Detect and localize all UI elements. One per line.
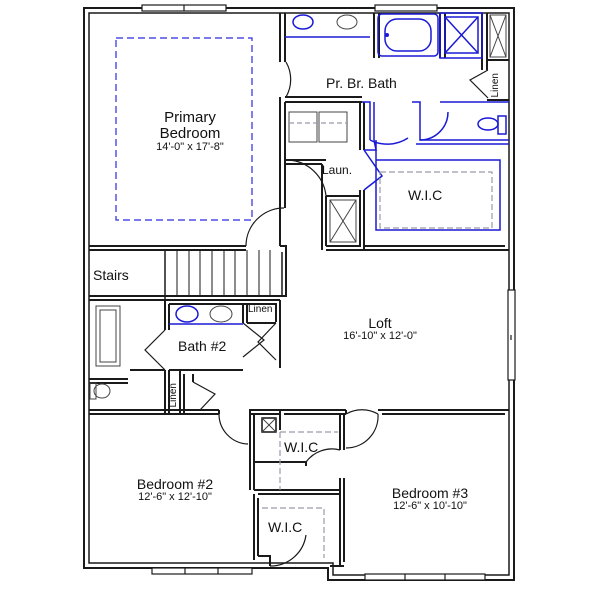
exterior-wall: [83, 7, 515, 581]
room-label-bedroom3: Bedroom #3 12'-6" x 10'-10": [375, 486, 485, 512]
room-label-linen-hall: Linen: [167, 382, 182, 410]
room-label-primary-bedroom: Primary Bedroom 14'-0" x 17'-8": [140, 110, 240, 153]
room-label-loft: Loft 16'-10" x 12'-0": [320, 316, 440, 342]
linen-text: Linen: [167, 383, 179, 408]
room-label-linen-top: Linen: [489, 72, 509, 100]
room-label-wic-lower: W.I.C: [268, 519, 303, 535]
room-label-bedroom2: Bedroom #2 12'-6" x 12'-10": [120, 477, 230, 503]
room-dims: 16'-10" x 12'-0": [343, 329, 417, 342]
room-dims: 12'-6" x 12'-10": [138, 490, 212, 503]
room-label-bath2: Bath #2: [178, 338, 227, 354]
room-label-primary-wic: W.I.C: [408, 187, 443, 203]
room-label-linen-bath2: Linen: [248, 304, 273, 315]
linen-text: Linen: [489, 73, 501, 98]
room-label-wic-upper: W.I.C: [284, 439, 319, 455]
room-dims: 14'-0" x 17'-8": [156, 140, 224, 153]
room-name: Bedroom #3: [391, 485, 469, 501]
room-name: Bedroom #2: [136, 476, 214, 492]
room-label-laundry: Laun.: [322, 163, 353, 177]
room-label-stairs: Stairs: [93, 267, 129, 283]
room-dims: 12'-6" x 10'-10": [393, 499, 467, 512]
room-label-primary-bath: Pr. Br. Bath: [326, 75, 397, 91]
room-name-line2: Bedroom: [159, 124, 221, 142]
room-name: Loft: [368, 315, 392, 331]
room-name-line1: Primary: [164, 109, 216, 126]
